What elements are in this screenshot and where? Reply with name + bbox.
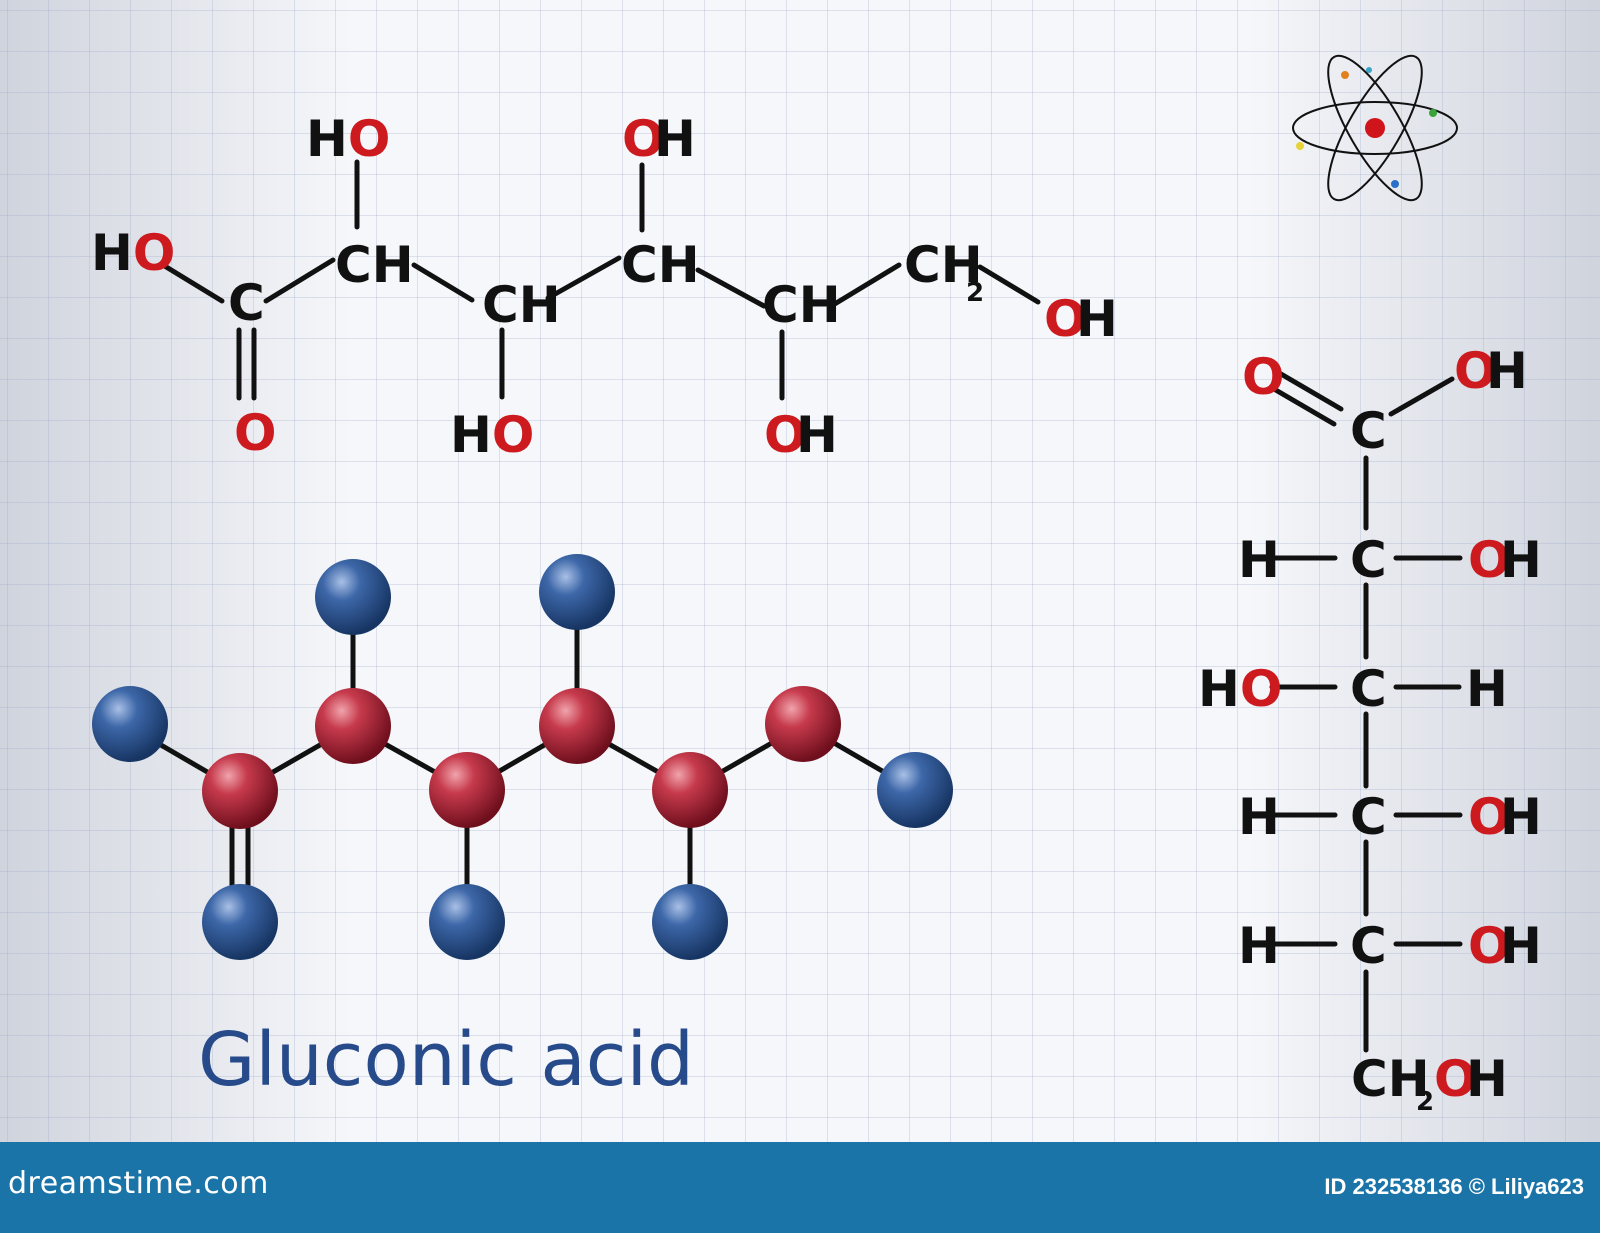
oxygen-ball	[877, 752, 953, 828]
oxygen-ball	[315, 559, 391, 635]
atom-label-h: H	[1198, 660, 1240, 718]
atom-label-h: H	[306, 110, 348, 168]
atom-label-c: C	[1350, 917, 1387, 975]
skeletal-atom-labels: HO O H HO CH C CH CH CH CH 2 O H O HO O …	[91, 110, 1118, 464]
atom-label-o: O	[133, 224, 176, 282]
atom-label-o: O	[348, 110, 391, 168]
footer-bar: dreamstime.com ID 232538136 © Liliya623	[0, 1142, 1600, 1233]
atom-label-ch: CH	[482, 276, 561, 334]
grid-paper-background	[0, 0, 1600, 1142]
atom-label-h: H	[1500, 788, 1542, 846]
atom-label-ch: CH	[621, 236, 700, 294]
carbon-ball	[765, 686, 841, 762]
atom-label-o: O	[492, 406, 535, 464]
molecule-name: Gluconic acid	[198, 1017, 694, 1103]
gluconic-acid-structures: HO O H HO CH C CH CH CH CH 2 O H O HO O …	[91, 54, 1542, 1117]
oxygen-ball	[429, 884, 505, 960]
brand-logo-text[interactable]: dreamstime.com	[8, 1166, 269, 1201]
oxygen-ball	[652, 884, 728, 960]
atom-label-o: O	[1242, 348, 1285, 406]
subscript-2: 2	[966, 278, 984, 308]
atom-label-h: H	[1076, 290, 1118, 348]
skeletal-bonds	[160, 159, 1041, 401]
atom-icon	[1292, 54, 1458, 202]
atom-label-o: O	[764, 406, 807, 464]
atom-label-h: H	[1500, 531, 1542, 589]
carbon-ball	[539, 688, 615, 764]
atom-label-c: C	[1350, 531, 1387, 589]
oxygen-ball	[539, 554, 615, 630]
carbon-ball	[652, 752, 728, 828]
carbon-ball	[429, 752, 505, 828]
atom-label-o: O	[1044, 290, 1087, 348]
atom-label-o: O	[1468, 917, 1511, 975]
atom-label-o: O	[1454, 342, 1497, 400]
atom-label-c: C	[1350, 788, 1387, 846]
atom-label-h: H	[450, 406, 492, 464]
atom-label-h: H	[1238, 531, 1280, 589]
fischer-atom-labels: O O H C H C O H HO C H H C O H H C O H C…	[1198, 342, 1542, 1117]
svg-text:HO: HO	[91, 224, 175, 282]
svg-text:HO: HO	[450, 406, 534, 464]
fischer-bonds	[1269, 371, 1463, 1053]
atom-label-c: C	[1350, 402, 1387, 460]
atom-label-o: O	[1434, 1050, 1477, 1108]
oxygen-ball	[202, 884, 278, 960]
atom-label-h: H	[1500, 917, 1542, 975]
oxygen-ball	[92, 686, 168, 762]
atom-label-h: H	[1466, 660, 1508, 718]
atom-label-h: H	[1238, 788, 1280, 846]
carbon-ball	[315, 688, 391, 764]
atom-label-ch: CH	[762, 276, 841, 334]
atom-label-h: H	[654, 110, 696, 168]
atom-label-o: O	[1240, 660, 1283, 718]
svg-text:HO: HO	[306, 110, 390, 168]
atom-label-o: O	[1468, 531, 1511, 589]
model-atoms	[92, 554, 953, 960]
skeletal-formula: HO O H HO CH C CH CH CH CH 2 O H O HO O …	[91, 110, 1118, 464]
atom-label-ch2: CH	[904, 236, 983, 294]
atom-label-h: H	[1238, 917, 1280, 975]
ball-and-stick-model	[92, 554, 953, 960]
carbon-ball	[202, 753, 278, 829]
atom-label-o: O	[234, 404, 277, 462]
atom-label-ch: CH	[335, 236, 414, 294]
atom-label-o: O	[1468, 788, 1511, 846]
atom-label-h: H	[91, 224, 133, 282]
atom-label-o: O	[622, 110, 665, 168]
atom-label-h: H	[796, 406, 838, 464]
svg-text:HO: HO	[1198, 660, 1282, 718]
image-id-credit: ID 232538136 © Liliya623	[1324, 1174, 1584, 1199]
atom-label-ch2: CH	[1351, 1050, 1430, 1108]
atom-label-c: C	[1350, 660, 1387, 718]
atom-label-h: H	[1466, 1050, 1508, 1108]
fischer-projection: O O H C H C O H HO C H H C O H H C O H C…	[1198, 342, 1542, 1117]
subscript-2: 2	[1416, 1087, 1434, 1117]
atom-label-h: H	[1486, 342, 1528, 400]
atom-label-c: C	[228, 274, 265, 332]
